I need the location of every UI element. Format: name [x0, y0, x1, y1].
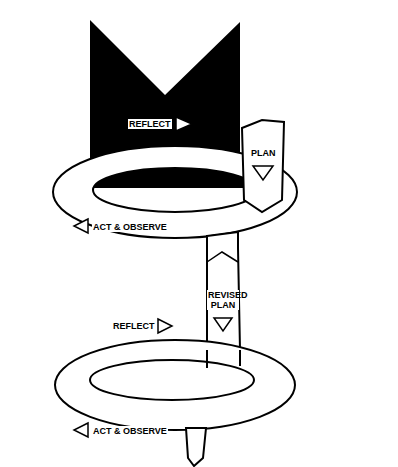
revised-plan-band	[207, 232, 240, 350]
band-edge	[206, 350, 208, 368]
stage-label: PLAN	[250, 148, 277, 158]
stage-label: ACT & OBSERVE	[92, 222, 168, 232]
lower-loop-hole	[90, 360, 254, 400]
direction-arrow	[74, 219, 88, 233]
stage-label: REFLECT	[112, 321, 156, 331]
direction-arrow	[214, 318, 232, 331]
direction-arrow	[74, 423, 88, 437]
hole-shadow	[90, 160, 260, 188]
direction-arrow	[176, 117, 192, 131]
plan-band	[242, 120, 284, 212]
direction-arrow	[253, 166, 273, 180]
band-edge	[239, 350, 241, 366]
spiral-tail	[186, 428, 206, 466]
stage-label: REVISED PLAN	[207, 290, 239, 310]
lower-loop	[55, 340, 295, 430]
band-fold	[207, 252, 238, 262]
stage-label: REFLECT	[128, 119, 172, 129]
stage-label: ACT & OBSERVE	[92, 426, 168, 436]
direction-arrow	[158, 319, 172, 333]
